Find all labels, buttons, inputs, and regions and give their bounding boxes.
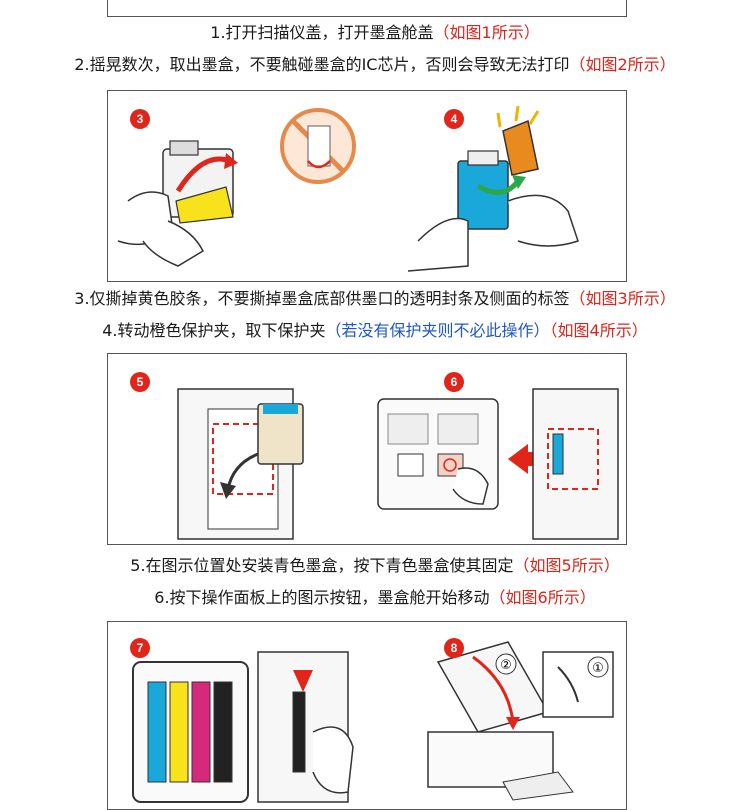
- figure-7-8-illustration: ② ①: [132, 641, 614, 803]
- figure-5-6-illustration: [177, 388, 619, 540]
- figure-8-drawing: ② ①: [427, 641, 614, 801]
- figure-panel-1-2: [107, 0, 627, 17]
- figure-4-drawing: [407, 105, 579, 272]
- instruction-2-text: 2.摇晃数次，取出墨盒，不要触碰墨盒的IC芯片，否则会导致无法打印: [74, 55, 570, 74]
- instruction-2: 2.摇晃数次，取出墨盒，不要触碰墨盒的IC芯片，否则会导致无法打印（如图2所示）: [0, 54, 750, 76]
- instruction-4-note-2: （如图4所示）: [549, 321, 648, 340]
- instruction-6-text: 6.按下操作面板上的图示按钮，墨盒舱开始移动: [154, 588, 490, 607]
- instruction-5-text: 5.在图示位置处安装青色墨盒，按下青色墨盒使其固定: [130, 556, 514, 575]
- instruction-1-note: （如图1所示）: [433, 23, 540, 42]
- instruction-3: 3.仅撕掉黄色胶条，不要撕掉墨盒底部供墨口的透明封条及侧面的标签（如图3所示）: [0, 288, 750, 310]
- prohibit-icon: [280, 108, 356, 184]
- figure-8-marker-1: ①: [592, 661, 604, 676]
- figure-panel-5-6: 5 6: [107, 353, 627, 545]
- step-badge-5: 5: [130, 372, 150, 392]
- figure-7-drawing: [132, 651, 354, 803]
- instruction-3-text: 3.仅撕掉黄色胶条，不要撕掉墨盒底部供墨口的透明封条及侧面的标签: [74, 289, 570, 308]
- step-badge-7: 7: [130, 638, 150, 658]
- instruction-3-note: （如图3所示）: [569, 289, 676, 308]
- figure-panel-3-4: 3 4: [107, 90, 627, 282]
- step-badge-4: 4: [444, 109, 464, 129]
- step-badge-8: 8: [444, 638, 464, 658]
- instruction-4: 4.转动橙色保护夹，取下保护夹（若没有保护夹则不必此操作）（如图4所示）: [0, 320, 750, 342]
- step-badge-6: 6: [444, 372, 464, 392]
- instruction-2-note: （如图2所示）: [569, 55, 676, 74]
- instruction-6: 6.按下操作面板上的图示按钮，墨盒舱开始移动（如图6所示）: [0, 587, 750, 609]
- figure-3-drawing: [117, 140, 238, 267]
- instruction-6-note: （如图6所示）: [489, 588, 596, 607]
- figure-6-drawing: [377, 388, 619, 540]
- instruction-4-text: 4.转动橙色保护夹，取下保护夹: [102, 321, 326, 340]
- instruction-1-text: 1.打开扫描仪盖，打开墨盒舱盖: [210, 23, 434, 42]
- step-badge-3: 3: [130, 109, 150, 129]
- instruction-5-note: （如图5所示）: [513, 556, 620, 575]
- figure-panel-7-8: ② ① 7 8: [107, 621, 627, 810]
- instruction-1: 1.打开扫描仪盖，打开墨盒舱盖（如图1所示）: [0, 22, 750, 44]
- figure-5-drawing: [177, 388, 304, 540]
- instruction-4-note: （若没有保护夹则不必此操作）: [325, 321, 550, 340]
- figure-8-marker-2: ②: [500, 658, 512, 673]
- instruction-5: 5.在图示位置处安装青色墨盒，按下青色墨盒使其固定（如图5所示）: [0, 555, 750, 577]
- figure-3-4-illustration: [117, 105, 579, 272]
